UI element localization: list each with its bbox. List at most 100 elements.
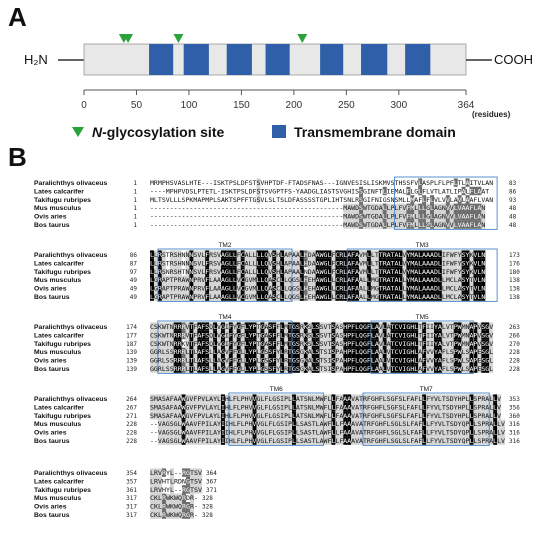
conservation-cell	[213, 330, 218, 340]
conservation-cell	[402, 267, 407, 276]
conservation-cell	[473, 402, 478, 412]
conservation-cell	[477, 220, 482, 229]
conservation-cell	[386, 402, 391, 412]
conservation-cell	[481, 419, 486, 428]
conservation-cell	[370, 419, 375, 428]
conservation-cell	[457, 428, 462, 437]
conservation-cell	[153, 322, 158, 331]
conservation-cell	[197, 284, 202, 293]
conservation-cell	[402, 339, 407, 348]
conservation-cell	[209, 267, 214, 276]
conservation-cell	[363, 267, 367, 276]
conservation-cell	[457, 356, 462, 365]
conservation-cell	[461, 339, 466, 348]
conservation-cell	[445, 212, 450, 221]
glycosylation-site-marker	[173, 34, 184, 43]
conservation-cell	[166, 493, 171, 502]
conservation-cell	[426, 411, 431, 420]
conservation-cell	[378, 339, 383, 348]
conservation-cell	[213, 275, 218, 284]
sequence-end-number: 263	[509, 324, 520, 331]
conservation-cell	[260, 364, 265, 373]
conservation-cell	[173, 419, 178, 428]
conservation-cell	[402, 330, 407, 340]
conservation-cell	[217, 356, 222, 365]
conservation-cell	[343, 292, 348, 301]
conservation-cell	[157, 322, 162, 331]
conservation-cell	[355, 322, 360, 331]
conservation-cell	[209, 364, 214, 373]
conservation-cell	[256, 394, 261, 403]
conservation-cell	[473, 203, 478, 212]
tm-domain-7	[405, 44, 431, 75]
conservation-cell	[213, 258, 218, 268]
conservation-cell	[224, 322, 229, 331]
conservation-cell	[461, 250, 466, 259]
conservation-cell	[449, 411, 454, 420]
conservation-cell	[347, 330, 352, 340]
conservation-cell	[390, 292, 395, 301]
conservation-cell	[201, 267, 206, 276]
conservation-cell	[170, 468, 175, 477]
conservation-cell	[260, 322, 265, 331]
conservation-cell	[284, 428, 289, 437]
conservation-cell	[256, 347, 261, 356]
species-name: Mus musculus	[34, 495, 81, 502]
conservation-cell	[422, 275, 427, 284]
conservation-cell	[406, 275, 411, 284]
conservation-cell	[190, 485, 195, 494]
conservation-cell	[205, 275, 210, 284]
conservation-cell	[161, 330, 166, 340]
conservation-cell	[248, 402, 253, 412]
conservation-cell	[224, 275, 229, 284]
conservation-cell	[445, 292, 450, 301]
conservation-cell	[390, 330, 395, 340]
conservation-cell	[481, 212, 486, 221]
conservation-cell	[449, 428, 454, 437]
conservation-cell	[177, 258, 182, 268]
conservation-cell	[217, 284, 222, 293]
conservation-cell	[260, 347, 265, 356]
conservation-cell	[497, 428, 502, 437]
conservation-cell	[402, 402, 407, 412]
conservation-cell	[402, 203, 407, 212]
conservation-cell	[465, 428, 470, 437]
sequence-end-number: 83	[509, 180, 517, 187]
conservation-cell	[189, 258, 194, 268]
conservation-cell	[319, 428, 324, 437]
conservation-cell	[157, 275, 162, 284]
conservation-cell	[473, 267, 478, 276]
conservation-cell	[276, 258, 281, 268]
conservation-cell	[181, 275, 186, 284]
conservation-cell	[453, 394, 458, 403]
conservation-cell	[469, 356, 474, 365]
conservation-cell	[169, 394, 174, 403]
conservation-cell	[153, 402, 158, 412]
sequence-end-number: 228	[509, 358, 520, 365]
conservation-cell	[256, 428, 261, 437]
conservation-cell	[268, 258, 273, 268]
conservation-cell	[236, 250, 241, 259]
sequence-start-number: 49	[130, 294, 138, 301]
conservation-cell	[276, 364, 281, 373]
conservation-cell	[370, 394, 375, 403]
conservation-cell	[178, 502, 183, 511]
conservation-cell	[209, 428, 214, 437]
conservation-cell	[457, 339, 462, 348]
conservation-cell	[264, 364, 269, 373]
conservation-cell	[370, 322, 375, 331]
conservation-cell	[366, 339, 371, 348]
conservation-cell	[386, 284, 391, 293]
conservation-cell	[398, 419, 403, 428]
conservation-cell	[363, 364, 367, 373]
conservation-cell	[303, 364, 308, 373]
conservation-cell	[311, 347, 316, 356]
conservation-cell	[449, 258, 454, 268]
conservation-cell	[453, 258, 458, 268]
conservation-cell	[327, 284, 332, 293]
conservation-cell	[418, 178, 423, 187]
conservation-cell	[335, 267, 340, 276]
conservation-cell	[469, 212, 474, 221]
conservation-cell	[284, 267, 289, 276]
